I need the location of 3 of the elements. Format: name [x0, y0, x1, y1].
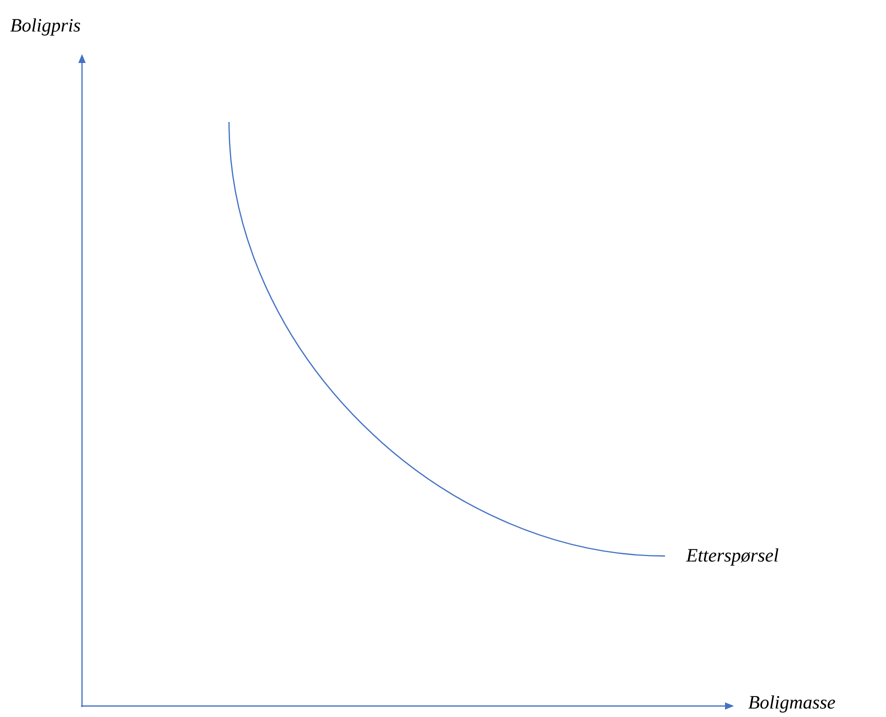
axis-label: Boligpris [10, 18, 80, 36]
axis-label: Boligmasse [748, 695, 836, 713]
axis-label: Etterspørsel [686, 548, 778, 566]
